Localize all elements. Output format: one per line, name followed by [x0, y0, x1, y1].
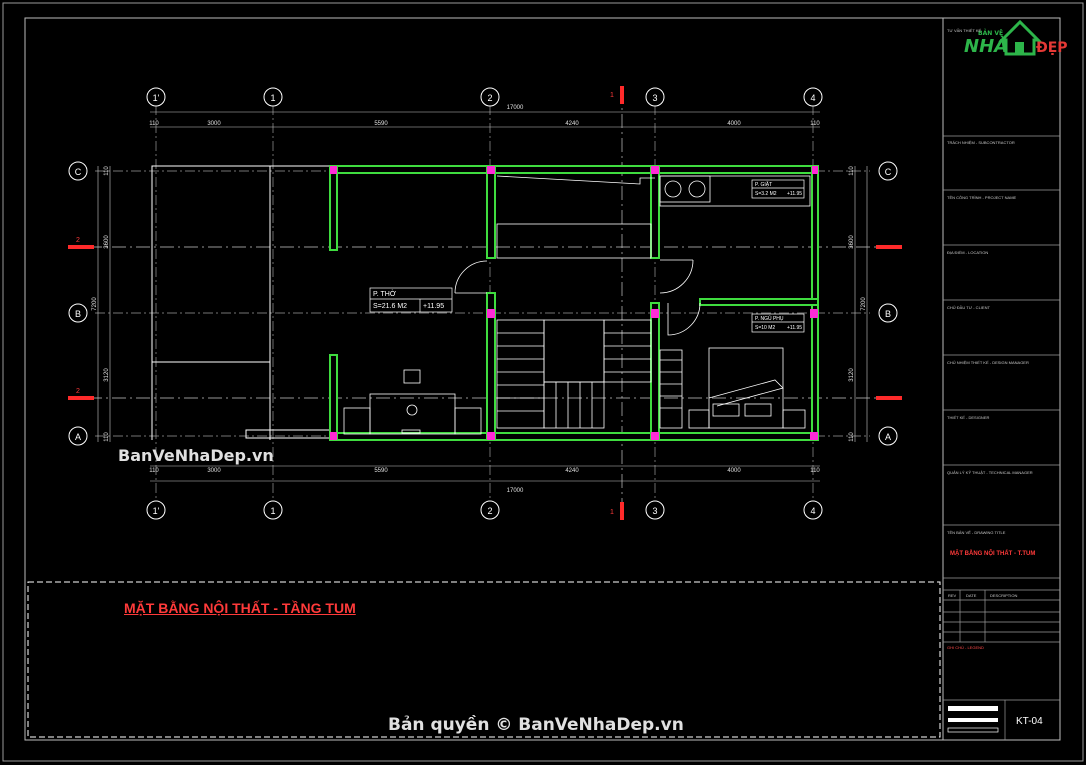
revision-header: DATE [966, 593, 977, 598]
grid-row-label: C [75, 167, 82, 177]
grid-col-label: 1' [153, 93, 160, 103]
dimension-text: 110 [149, 121, 159, 127]
grid-row-label: A [885, 432, 891, 442]
grid-col-label: 4 [810, 506, 815, 516]
dimension-text: 3000 [207, 468, 221, 474]
title-block-drawing-title: MẶT BẰNG NỘI THẤT - T.TUM [950, 551, 1036, 557]
title-block-row: TƯ VẤN THIẾT KẾ [947, 28, 982, 33]
dimension-text: 7200 [861, 297, 867, 311]
room-area: S=10 M2 [755, 325, 775, 331]
room-level: +11.95 [787, 325, 802, 331]
inner-frame-border [24, 17, 1061, 741]
dimension-text: 4000 [727, 121, 741, 127]
title-block-row: QUẢN LÝ KỸ THUẬT - TECHNICAL MANAGER [947, 470, 1033, 475]
title-block-row: ĐỊA ĐIỂM - LOCATION [947, 250, 989, 255]
dimension-text: 4000 [727, 468, 741, 474]
columns [330, 166, 818, 440]
dimension-text: 5590 [374, 468, 388, 474]
dimension-text: 110 [104, 166, 110, 176]
section-mark-label: 1 [610, 509, 614, 516]
grid-row-label: B [885, 309, 891, 319]
sheet-title: MẶT BẰNG NỘI THẤT - TẦNG TUM [124, 600, 356, 616]
interior-lines [343, 175, 811, 435]
logo [998, 19, 1042, 56]
dimension-text: 3120 [849, 368, 855, 382]
grid-col-label: 3 [652, 93, 657, 103]
title-block-row: CHỦ NHIỆM THIẾT KẾ - DESIGN MANAGER [947, 360, 1029, 365]
revision-header: DESCRIPTION [990, 593, 1018, 598]
dimension-text: 110 [849, 432, 855, 442]
room-area: S=3.2 M2 [755, 191, 777, 197]
dimension-text: 3000 [207, 121, 221, 127]
dimension-text: 4240 [565, 121, 579, 127]
section-markers [68, 86, 902, 520]
room-name: P. THỜ [373, 289, 396, 298]
room-area: S=21.6 M2 [373, 303, 407, 310]
dimension-text: 110 [104, 432, 110, 442]
section-mark-label: 2 [76, 237, 80, 244]
logo-text-sub: ĐẸP [1036, 40, 1068, 56]
dimension-text: 110 [810, 121, 820, 127]
logo-text-main: NHÀ [964, 36, 1009, 57]
grid-col-label: 1 [270, 506, 275, 516]
grid-row-label: A [75, 432, 81, 442]
watermark-left: BanVeNhaDep.vn [118, 446, 274, 465]
dimension-lines [97, 111, 868, 482]
overall-dimension: 17000 [507, 488, 524, 494]
grid-col-label: 1' [153, 506, 160, 516]
section-mark-label: 1 [610, 92, 614, 99]
grid-col-label: 1 [270, 93, 275, 103]
grid-col-label: 2 [487, 506, 492, 516]
grid-bubbles [68, 87, 898, 520]
logo-text-top: BẢN VẼ [978, 30, 1004, 37]
dimension-text: 110 [810, 468, 820, 474]
section-mark-label: 2 [76, 388, 80, 395]
dimension-text: 110 [849, 166, 855, 176]
grid-row-label: C [885, 167, 892, 177]
scale-bar [947, 706, 999, 733]
dimension-text: 5590 [374, 121, 388, 127]
title-block-row: CHỦ ĐẦU TƯ - CLIENT [947, 305, 990, 310]
grid-col-label: 2 [487, 93, 492, 103]
dimension-text: 3600 [849, 235, 855, 249]
dimension-text: 3120 [104, 368, 110, 382]
overall-dimension: 17000 [507, 105, 524, 111]
room-label-boxes [369, 179, 805, 333]
title-block-row: TÊN CÔNG TRÌNH - PROJECT NAME [947, 195, 1017, 200]
revision-header: REV [948, 593, 957, 598]
room-level: +11.95 [787, 191, 802, 197]
room-name: P. GIẶT [755, 181, 772, 188]
room-name: P. NGỦ PHỤ [755, 315, 784, 322]
grid-row-label: B [75, 309, 81, 319]
title-block-lines [943, 135, 1060, 740]
grid-col-label: 4 [810, 93, 815, 103]
sheet-number: KT-04 [1016, 716, 1043, 727]
title-block-row: TÊN BẢN VẼ - DRAWING TITLE [947, 530, 1006, 535]
dimension-text: 3600 [104, 235, 110, 249]
room-level: +11.95 [423, 303, 444, 310]
dimension-text: 7200 [92, 297, 98, 311]
left-outline [151, 165, 333, 440]
house-icon [998, 19, 1042, 56]
title-block-row: TRÁCH NHIỆM - SUBCONTRACTOR [947, 140, 1015, 145]
notes-panel [27, 581, 941, 738]
notes-header: GHI CHÚ - LEGEND [947, 645, 984, 650]
grid-col-label: 3 [652, 506, 657, 516]
title-block-row: THIẾT KẾ - DESIGNER [947, 415, 990, 420]
dimension-text: 110 [149, 468, 159, 474]
dimension-text: 4240 [565, 468, 579, 474]
watermark-bottom: Bản quyền © BanVeNhaDep.vn [388, 715, 684, 735]
